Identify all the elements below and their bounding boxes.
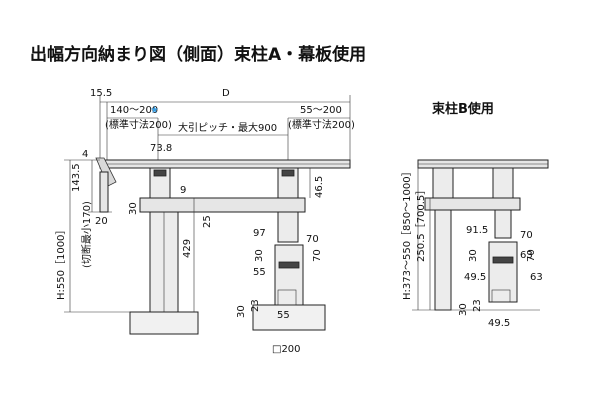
label-30-bottom: 30 — [236, 305, 247, 318]
label-30: 30 — [128, 202, 139, 215]
label-55-mid: 55 — [253, 267, 266, 278]
post-a2-joint — [278, 261, 300, 269]
label-23-b: 23 — [472, 299, 483, 312]
label-55-bottom: 55 — [277, 310, 290, 321]
joist-cap-b2 — [492, 167, 514, 199]
label-square-200: □200 — [272, 344, 301, 355]
sleeper-beam — [139, 197, 306, 213]
label-63-b-bottom: 63 — [530, 272, 543, 283]
label-46-5: 46.5 — [314, 176, 325, 198]
post-b2 — [488, 241, 518, 303]
label-left-std: (標準寸法200) — [105, 118, 172, 131]
post-b2-upper — [494, 209, 512, 239]
post-b2-joint — [492, 256, 514, 264]
label-pitch: 大引ピッチ・最大900 — [178, 121, 277, 134]
star-icon: ★ — [150, 105, 159, 116]
label-30-b-bottom: 30 — [458, 303, 469, 316]
post-a2 — [274, 244, 304, 306]
label-25: 25 — [202, 215, 213, 228]
label-70-side: 70 — [312, 249, 323, 262]
label-143-5: 143.5 — [71, 163, 82, 192]
label-250-5: 250.5［700.5］ — [415, 185, 427, 262]
label-20: 20 — [95, 216, 108, 227]
label-429: 429 — [182, 239, 193, 258]
fascia-bracket — [99, 171, 109, 213]
label-30-mid: 30 — [254, 249, 265, 262]
subtitle-post-b: 束柱B使用 — [432, 101, 494, 117]
label-70-b-side: 70 — [526, 249, 537, 262]
sleeper-beam-b — [424, 197, 521, 211]
label-left-range: 140～200 — [110, 105, 158, 116]
label-height-b: H:373～550［850～1000］ — [401, 166, 413, 300]
cap-screw-1 — [153, 169, 167, 177]
joist-cap-b1 — [432, 167, 454, 199]
post-b1 — [434, 209, 452, 311]
label-right-std: (標準寸法200) — [288, 118, 355, 131]
label-30-b: 30 — [468, 249, 479, 262]
base-plate-a2 — [277, 289, 297, 306]
base-block-a — [129, 311, 199, 335]
label-23: 23 — [250, 299, 261, 312]
label-d: D — [222, 88, 230, 99]
label-9: 9 — [180, 185, 186, 196]
post-a2-upper — [277, 211, 299, 243]
label-height-a: H:550［1000］ — [55, 225, 67, 300]
label-15-5: 15.5 — [90, 88, 112, 99]
label-63-b-top: 63 — [520, 250, 533, 261]
base-block-a2 — [252, 304, 326, 331]
label-right-range: 55～200 — [300, 105, 342, 116]
label-70-top: 70 — [306, 234, 319, 245]
label-49-5-mid: 49.5 — [464, 272, 486, 283]
label-cut-min: (切断最小170) — [80, 201, 93, 268]
diagram-post-a: 15.5 D 140～200 ★ (標準寸法200) 大引ピッチ・最大900 5… — [55, 88, 355, 355]
page-title: 出幅方向納まり図（側面）束柱A・幕板使用 — [30, 44, 366, 65]
base-plate-b2 — [491, 289, 511, 303]
diagram-post-b: H:373～550［850～1000］ 250.5［700.5］ 91.5 70… — [401, 159, 549, 329]
label-4: 4 — [82, 149, 88, 160]
label-91-5: 91.5 — [466, 225, 488, 236]
label-97: 97 — [253, 228, 266, 239]
label-49-5-bottom: 49.5 — [488, 318, 510, 329]
label-73-8: 73.8 — [150, 143, 172, 154]
label-70-b-top: 70 — [520, 230, 533, 241]
cap-screw-2 — [281, 169, 295, 177]
